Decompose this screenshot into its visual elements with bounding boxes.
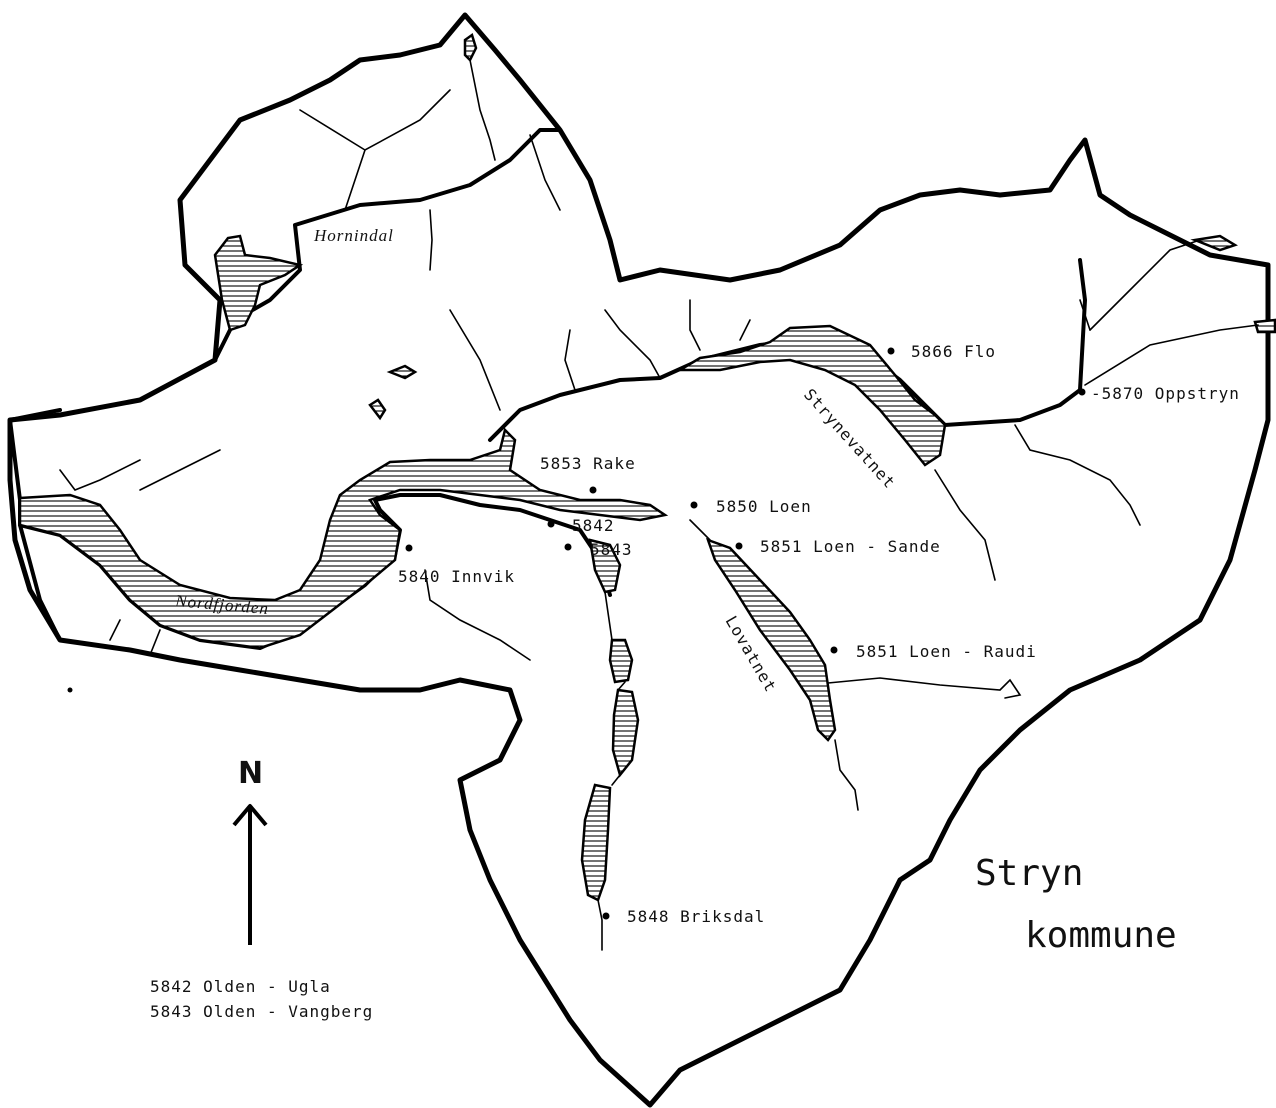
label-5853: 5853 Rake [540,454,636,473]
nordfjorden [18,427,669,650]
label-5848: 5848 Briksdal [627,907,765,926]
lake-small-3 [1190,234,1238,252]
lake-olden-3 [611,688,640,778]
lake-olden-2 [608,638,634,684]
lake-hornindal [213,234,304,332]
lake-briksdal [580,783,612,902]
north-label: N [238,756,263,791]
label-5840: 5840 Innvik [398,567,515,586]
lake-small-1 [463,32,478,63]
north-arrow: N [232,756,268,945]
legend-item-5843: 5843 Olden - Vangberg [150,1002,373,1021]
label-5851-sande: 5851 Loen - Sande [760,537,941,556]
label-5866: 5866 Flo [911,342,996,361]
inner-coastline-north [8,128,562,422]
lake-small-5 [368,398,387,421]
place-dots [67,347,1086,920]
label-5842: 5842 [572,516,615,535]
label-5843: 5843 [590,540,633,559]
legend-item-5842: 5842 Olden - Ugla [150,977,331,996]
lake-olden-1 [588,538,622,594]
label-5870: -5870 Oppstryn [1091,384,1240,403]
lovatnet [705,537,837,742]
municipality-border [7,12,1271,1108]
label-5851-raudi: 5851 Loen - Raudi [856,642,1037,661]
label-5850: 5850 Loen [716,497,812,516]
lake-small-2 [386,364,418,380]
label-hornindal: Hornindal [313,226,394,245]
map-title-line1: Stryn [975,853,1083,894]
strynevatnet [675,324,947,467]
lake-small-4 [1253,318,1276,334]
map-title-line2: kommune [1025,915,1177,956]
rivers [59,59,1259,951]
